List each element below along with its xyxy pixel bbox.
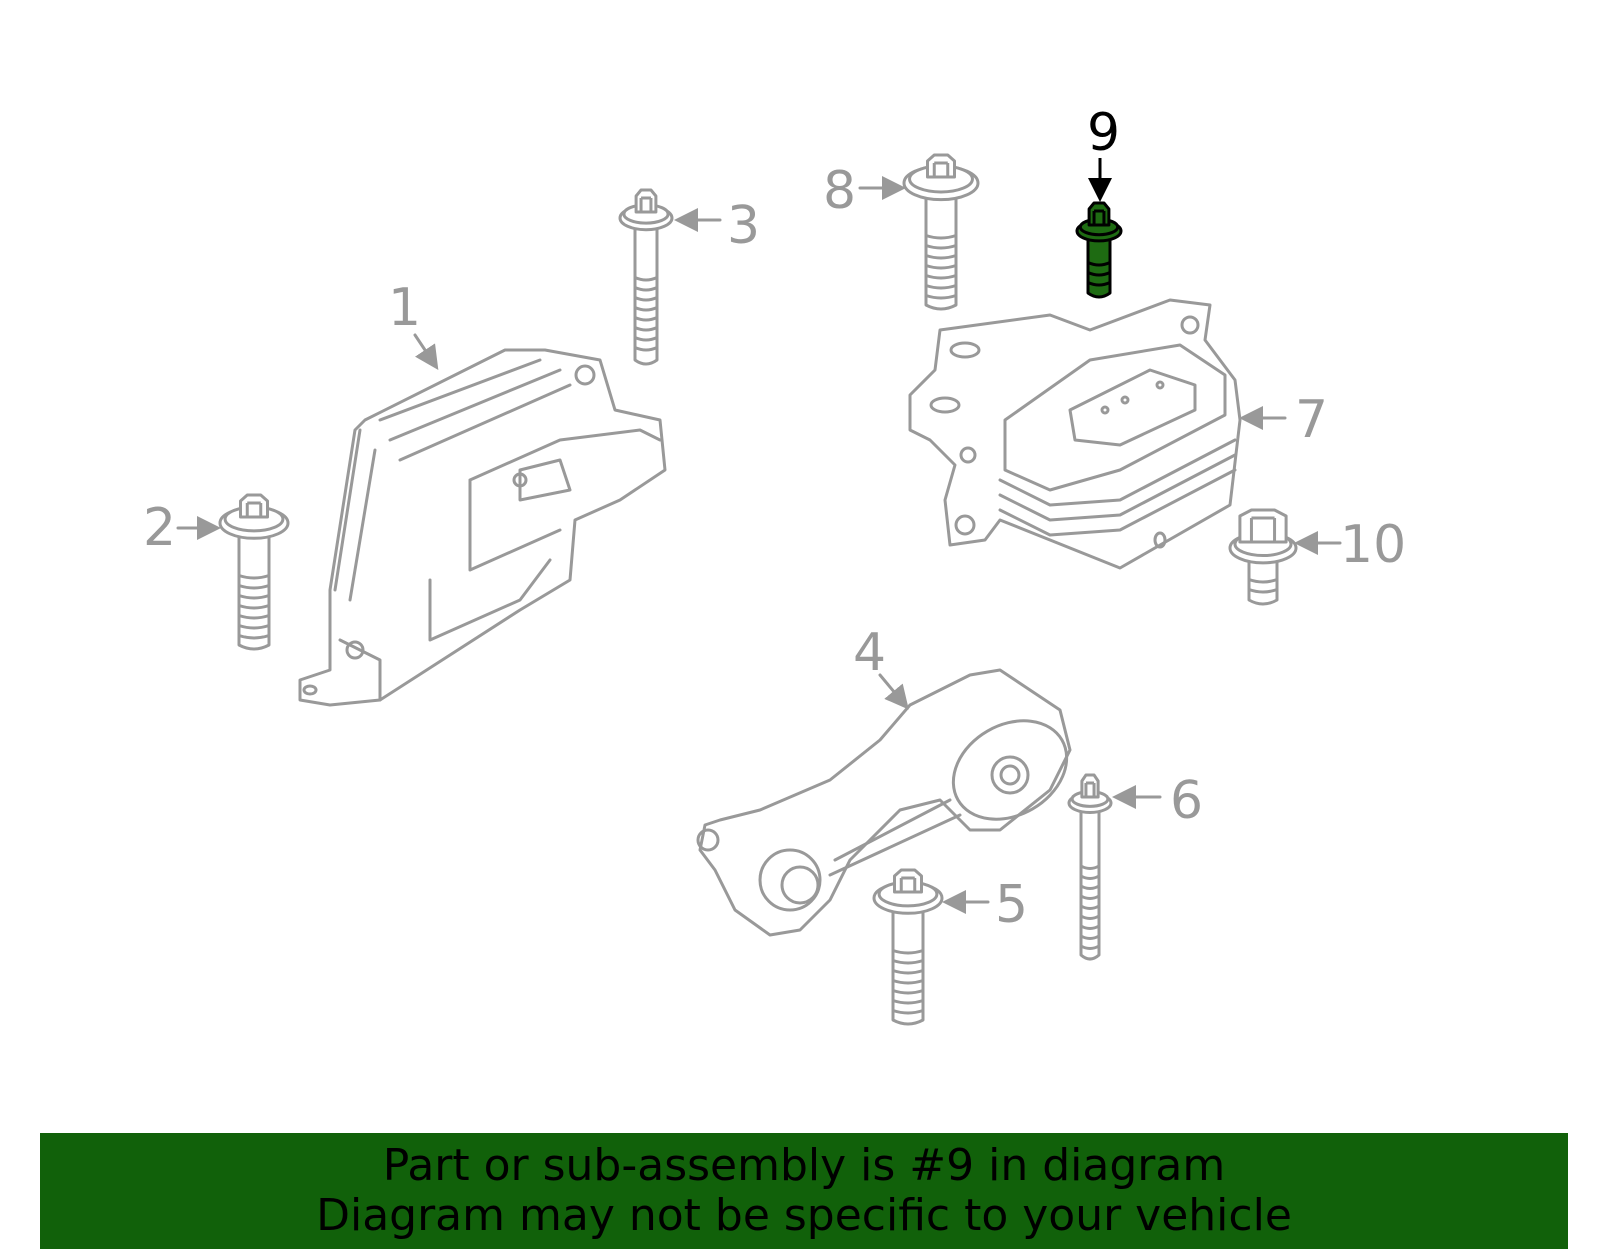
part-4-torque-rod[interactable] xyxy=(696,668,1084,937)
part-5-bolt[interactable] xyxy=(872,868,944,1026)
callout-label-4[interactable]: 4 xyxy=(853,623,886,683)
callout-label-1[interactable]: 1 xyxy=(388,278,421,338)
parts-diagram: 1 2 3 4 5 6 7 8 9 10 xyxy=(143,103,1406,1026)
callout-label-10[interactable]: 10 xyxy=(1340,515,1406,575)
part-6-bolt[interactable] xyxy=(1067,773,1113,961)
callout-label-5[interactable]: 5 xyxy=(995,875,1028,935)
callout-label-6[interactable]: 6 xyxy=(1170,771,1203,831)
banner-line-2: Diagram may not be specific to your vehi… xyxy=(316,1190,1292,1241)
banner-line-1: Part or sub-assembly is #9 in diagram xyxy=(382,1140,1226,1191)
callout-arrow-1 xyxy=(413,333,439,370)
callout-label-9[interactable]: 9 xyxy=(1087,103,1120,163)
part-1-mount-bracket[interactable] xyxy=(298,348,667,707)
callout-label-8[interactable]: 8 xyxy=(823,161,856,221)
info-banner: Part or sub-assembly is #9 in diagram Di… xyxy=(40,1133,1568,1249)
part-2-bolt[interactable] xyxy=(218,493,290,651)
callout-label-3[interactable]: 3 xyxy=(727,196,760,256)
part-7-transmission-mount[interactable] xyxy=(908,298,1242,570)
callout-label-2[interactable]: 2 xyxy=(143,498,176,558)
callout-label-7[interactable]: 7 xyxy=(1295,390,1328,450)
part-8-bolt[interactable] xyxy=(902,153,980,311)
part-3-bolt[interactable] xyxy=(618,188,674,366)
part-10-bolt[interactable] xyxy=(1228,508,1298,606)
part-9-bolt[interactable] xyxy=(1075,201,1123,299)
callout-arrow-4 xyxy=(878,673,909,710)
